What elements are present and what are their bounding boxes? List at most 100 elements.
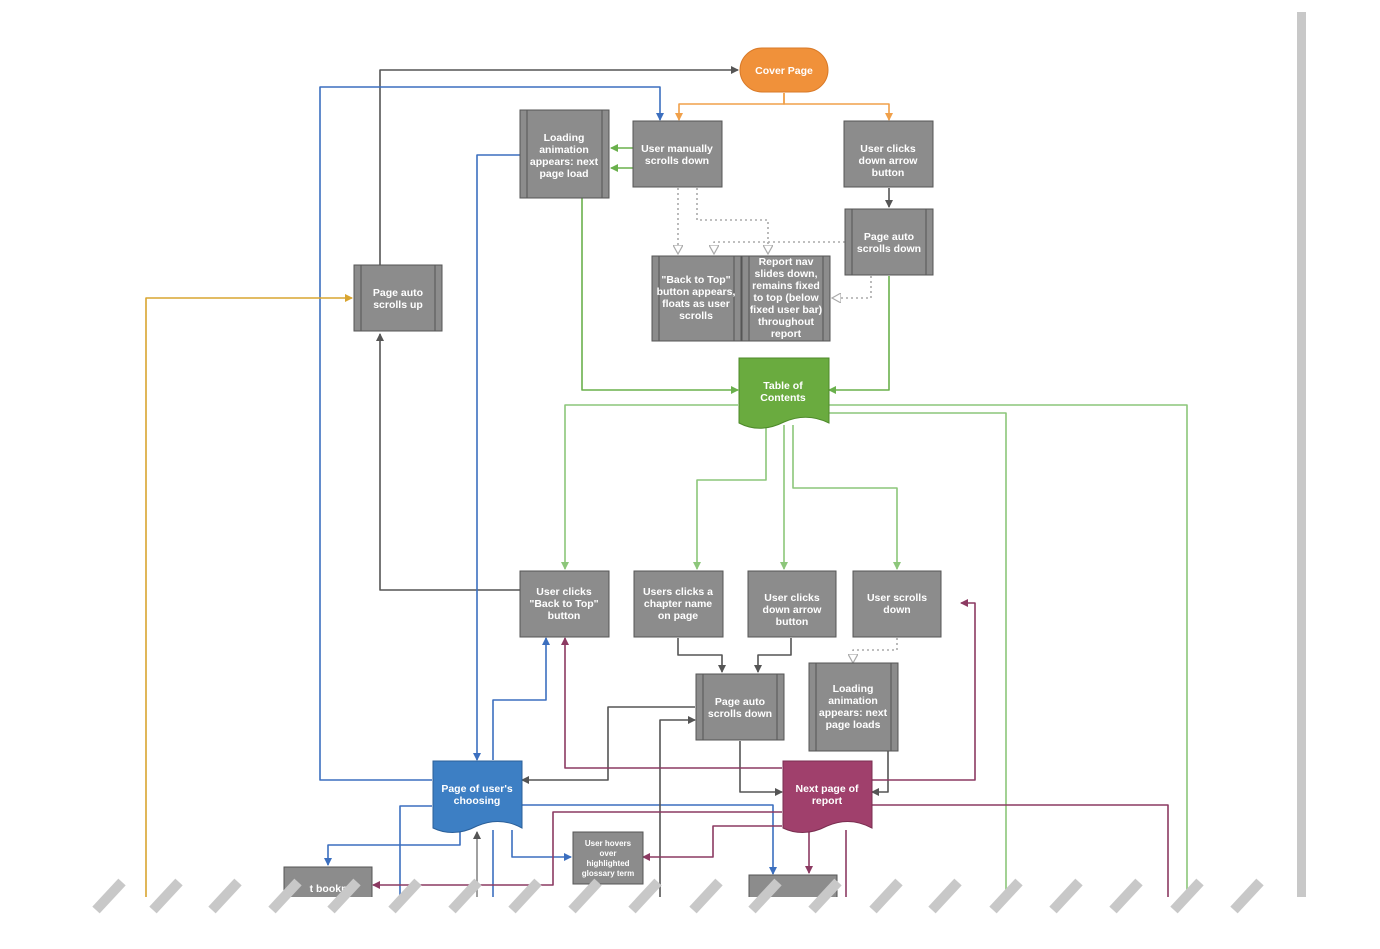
node-user-clicks-back-to-top: User clicks "Back to Top" button [519, 570, 610, 638]
hover-line-4: glossary term [582, 869, 634, 878]
clicks-backtop-line-3: button [548, 610, 581, 622]
loading-bottom-line-3: appears: next [819, 707, 888, 719]
chapter-line-1: Users clicks a [643, 586, 713, 598]
arrow-downarrow2-to-autodown [754, 638, 792, 673]
arrow-userspage-to-manual [319, 86, 664, 781]
arrow-loading-to-userspage [473, 154, 520, 761]
hover-line-3: highlighted [586, 859, 629, 868]
node-report-nav-slides: Report nav slides down, remains fixed to… [741, 255, 831, 342]
downarrow-bottom-line-1: User clicks [764, 592, 820, 604]
downarrow-bottom-line-2: down arrow [763, 604, 823, 616]
node-user-clicks-down-arrow-top: User clicks down arrow button [843, 120, 934, 188]
arrow-cover-to-manual [675, 93, 785, 121]
bookmark-partial-label: t bookm [310, 883, 351, 895]
arrow-nextpage-to-bookmark [372, 811, 782, 889]
autodown-top-line-1: Page auto [864, 231, 914, 243]
autodown-bottom-line-1: Page auto [715, 696, 765, 708]
arrow-loading2-to-nextpage [871, 751, 889, 796]
arrow-autodown-to-userspage [521, 706, 695, 784]
dotted-manual-to-reportnav [696, 188, 768, 253]
node-user-hovers-glossary: User hovers over highlighted glossary te… [572, 831, 644, 885]
node-page-auto-scrolls-down-top: Page auto scrolls down [844, 208, 934, 276]
node-table-of-contents: Table of Contents [738, 357, 830, 429]
arrow-userspage-to-bottom [522, 804, 777, 875]
userspage-line-2: choosing [454, 795, 501, 807]
dotted-scrolls-to-loading [853, 638, 898, 662]
scrolls-line-1: User scrolls [867, 592, 927, 604]
reportnav-line-1: Report nav [759, 256, 814, 268]
arrow-toc-right-1 [829, 412, 1007, 910]
autodown-top-line-2: scrolls down [857, 243, 921, 255]
arrow-autoup-to-cover [379, 66, 739, 265]
arrow-blue-down-1 [399, 805, 432, 910]
arrow-toc-to-scrolls [792, 425, 901, 570]
node-page-of-users-choosing: Page of user's choosing [432, 760, 523, 833]
arrow-toc-right-2 [829, 404, 1188, 910]
manual-line-1: User manually [641, 143, 713, 155]
arrow-autodown-to-nextpage [739, 741, 783, 796]
loading-bottom-line-2: animation [828, 695, 878, 707]
downarrow-bottom-line-3: button [776, 616, 809, 628]
reportnav-line-7: report [771, 328, 802, 340]
arrow-userspage-to-bookmark [324, 830, 461, 866]
node-page-auto-scrolls-down-bottom: Page auto scrolls down [695, 673, 785, 741]
downarrow-top-line-3: button [872, 167, 905, 179]
arrow-userspage-to-backtotop [492, 637, 550, 760]
cover-page-label: Cover Page [755, 65, 813, 77]
arrow-backtotop-to-autoup [376, 333, 520, 591]
backtop-appears-line-2: button appears, [657, 286, 736, 298]
arrow-toc-to-backtotop [561, 404, 738, 570]
arrow-userspage-to-hover [511, 830, 572, 861]
loading-bottom-line-1: Loading [833, 683, 874, 695]
node-loading-animation-top: Loading animation appears: next page loa… [519, 109, 610, 199]
arrow-autodown-to-toc [828, 276, 890, 394]
arrow-toc-to-chapter [693, 425, 767, 570]
dotted-autodown-to-backtop [714, 241, 845, 253]
arrow-nextpage-to-scrolls [872, 599, 976, 781]
chapter-line-2: chapter name [644, 598, 712, 610]
loading-top-line-3: appears: next [530, 156, 599, 168]
scrolls-line-2: down [883, 604, 910, 616]
node-back-to-top-appears: "Back to Top" button appears, floats as … [651, 255, 742, 342]
node-page-auto-scrolls-up: Page auto scrolls up [353, 264, 443, 332]
node-cover-page: Cover Page [739, 47, 829, 93]
nextpage-line-1: Next page of [795, 783, 859, 795]
reportnav-line-5: fixed user bar) [750, 304, 822, 316]
arrow-gray-up-to-autodown [659, 716, 696, 910]
reportnav-line-6: throughout [758, 316, 814, 328]
right-edge-bar [1297, 12, 1306, 912]
toc-line-1: Table of [763, 380, 803, 392]
arrow-nextpage-right [872, 804, 1169, 910]
arrow-yellow-to-autoup [145, 294, 353, 910]
userspage-line-1: Page of user's [441, 783, 513, 795]
clicks-backtop-line-1: User clicks [536, 586, 592, 598]
autodown-bottom-line-2: scrolls down [708, 708, 772, 720]
dotted-autodown-to-reportnav [833, 276, 872, 298]
loading-top-line-1: Loading [544, 132, 585, 144]
torn-edge-dashes [92, 878, 1264, 914]
nextpage-line-2: report [812, 795, 843, 807]
backtop-appears-line-3: floats as user [662, 298, 730, 310]
backtop-appears-line-1: "Back to Top" [661, 274, 730, 286]
manual-line-2: scrolls down [645, 155, 709, 167]
node-user-clicks-down-arrow-bottom: User clicks down arrow button [747, 570, 837, 638]
arrow-nextpage-to-backtotop [561, 637, 782, 769]
node-loading-animation-bottom: Loading animation appears: next page loa… [808, 662, 899, 752]
clicks-backtop-line-2: "Back to Top" [529, 598, 598, 610]
node-user-scrolls-down: User scrolls down [852, 570, 942, 638]
loading-bottom-line-4: page loads [826, 719, 881, 731]
hover-line-1: User hovers [585, 839, 632, 848]
node-users-clicks-chapter: Users clicks a chapter name on page [633, 570, 724, 638]
node-user-manually-scrolls: User manually scrolls down [632, 120, 723, 188]
chapter-line-3: on page [658, 610, 698, 622]
autoup-line-2: scrolls up [373, 299, 423, 311]
arrow-cover-to-downarrow [783, 93, 893, 121]
loading-top-line-2: animation [539, 144, 589, 156]
arrow-loading-to-toc [581, 198, 739, 394]
hover-line-2: over [600, 849, 617, 858]
arrow-nextpage-to-hover [642, 825, 782, 861]
backtop-appears-line-4: scrolls [679, 310, 713, 322]
node-next-page-of-report: Next page of report [782, 760, 873, 833]
loading-top-line-4: page load [539, 168, 588, 180]
